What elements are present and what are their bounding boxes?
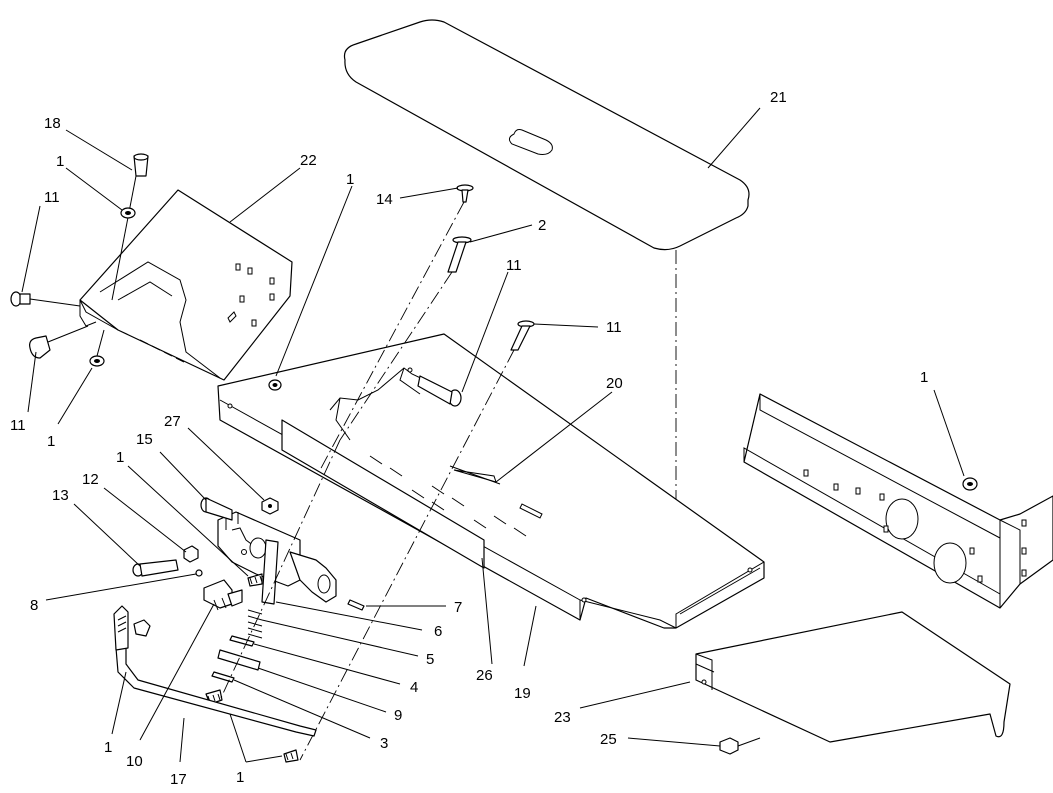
callout-23: 23: [554, 709, 571, 726]
callout-1: 1: [104, 739, 112, 756]
bolt-2: [339, 236, 472, 441]
callout-11: 11: [506, 257, 522, 274]
callout-19: 19: [514, 685, 531, 702]
bolt-14: [319, 184, 474, 471]
bolt-11-left: [10, 291, 81, 307]
callout-10: 10: [126, 753, 143, 770]
callout-18: 18: [44, 115, 61, 132]
callout-1: 1: [346, 171, 354, 188]
nut-12: [183, 545, 199, 563]
bolt-11-lower-left: [29, 325, 89, 359]
spacer-4: [229, 635, 255, 647]
callout-14: 14: [376, 191, 393, 208]
callout-21: 21: [770, 89, 787, 106]
callout-27: 27: [164, 413, 181, 430]
washer-1-lever: [247, 573, 263, 587]
cover-23: [695, 611, 1011, 743]
pin-15: [200, 497, 233, 521]
washer-1-frame: [962, 477, 978, 491]
callout-9: 9: [394, 707, 402, 724]
callout-1: 1: [47, 433, 55, 450]
callout-4: 4: [410, 679, 418, 696]
cover-plate-21: [343, 19, 750, 251]
callout-22: 22: [300, 152, 317, 169]
frame-right: [743, 393, 1053, 609]
callout-17: 17: [170, 771, 187, 788]
washer-1-tray: [268, 379, 282, 391]
callouts: 21 18 1 22 1 14 2 11 11 11 11 1 20 1 27 …: [10, 89, 965, 788]
washer-1-upper-left: [120, 207, 136, 219]
bolt-13: [132, 559, 179, 577]
bracket-22: [79, 189, 293, 381]
callout-13: 13: [52, 487, 69, 504]
callout-12: 12: [82, 471, 99, 488]
callout-11: 11: [606, 319, 622, 336]
shaft-6: [261, 539, 279, 605]
washer-1-rod: [133, 619, 151, 637]
bracket-20: [449, 465, 501, 485]
washer-8: [195, 569, 203, 577]
lever-assembly: [217, 511, 337, 603]
nut-27: [261, 497, 279, 515]
pin-7: [347, 599, 365, 611]
callout-6: 6: [434, 623, 442, 640]
bolt-11-tray: [299, 320, 535, 761]
callout-2: 2: [538, 217, 546, 234]
callout-5: 5: [426, 651, 434, 668]
callout-1: 1: [56, 153, 64, 170]
callout-20: 20: [606, 375, 623, 392]
callout-11: 11: [10, 417, 26, 434]
bolt-25: [719, 737, 761, 755]
sleeve-9: [217, 649, 261, 671]
callout-8: 8: [30, 597, 38, 614]
rod-17: [113, 605, 317, 737]
spring-10: [203, 579, 243, 611]
bolt-11-side: [417, 375, 462, 407]
callout-11: 11: [44, 189, 60, 206]
washer-1-lower-left: [89, 329, 105, 367]
bolt-18: [111, 153, 149, 301]
callout-1: 1: [116, 449, 124, 466]
washer-1-rod-end: [283, 749, 299, 763]
callout-1: 1: [920, 369, 928, 386]
callout-7: 7: [454, 599, 462, 616]
washer-3: [211, 671, 235, 683]
callout-1: 1: [236, 769, 244, 786]
callout-25: 25: [600, 731, 617, 748]
callout-26: 26: [476, 667, 493, 684]
callout-3: 3: [380, 735, 388, 752]
callout-15: 15: [136, 431, 153, 448]
